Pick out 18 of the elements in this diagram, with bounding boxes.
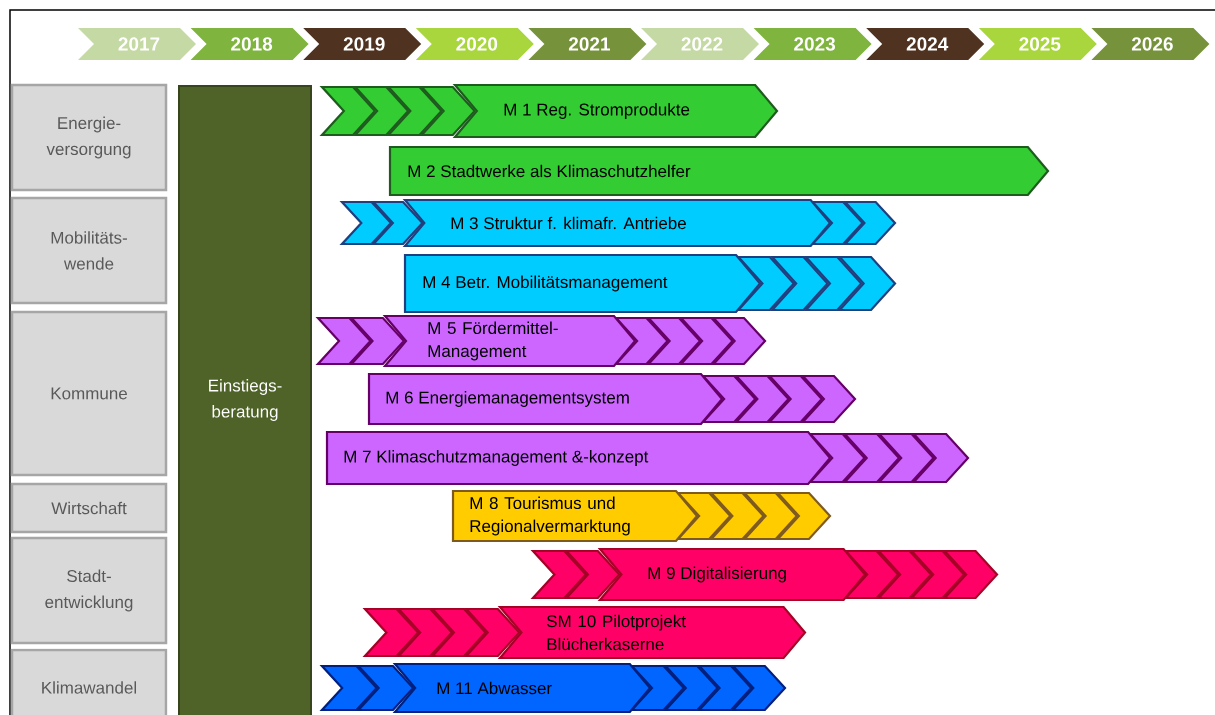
timeline-year-segment: 2023 (753, 28, 872, 60)
timeline-year-segment: 2025 (978, 28, 1097, 60)
phase-bar: Einstiegs- beratung (178, 85, 312, 715)
category-box: Kommune (10, 310, 168, 477)
timeline-year-segment: 2022 (641, 28, 759, 60)
category-box: Klimawandel (10, 648, 168, 715)
timeline-year-segment: 2019 (303, 28, 422, 60)
node-label: M 11 Abwasser (437, 681, 552, 695)
timeline-year-segment: 2026 (1091, 28, 1210, 60)
category-box: Mobilitäts- wende (10, 196, 168, 305)
timeline-year-segment: 2018 (190, 28, 309, 60)
timeline-year-segment: 2024 (866, 28, 985, 60)
category-box: Wirtschaft (10, 482, 168, 534)
category-box: Energie- versorgung (10, 83, 168, 192)
timeline-year-segment: 2021 (528, 28, 647, 60)
timeline-year-segment: 2017 (78, 28, 196, 60)
category-box: Stadt- entwicklung (10, 536, 168, 645)
timeline-year-segment: 2020 (415, 28, 534, 60)
